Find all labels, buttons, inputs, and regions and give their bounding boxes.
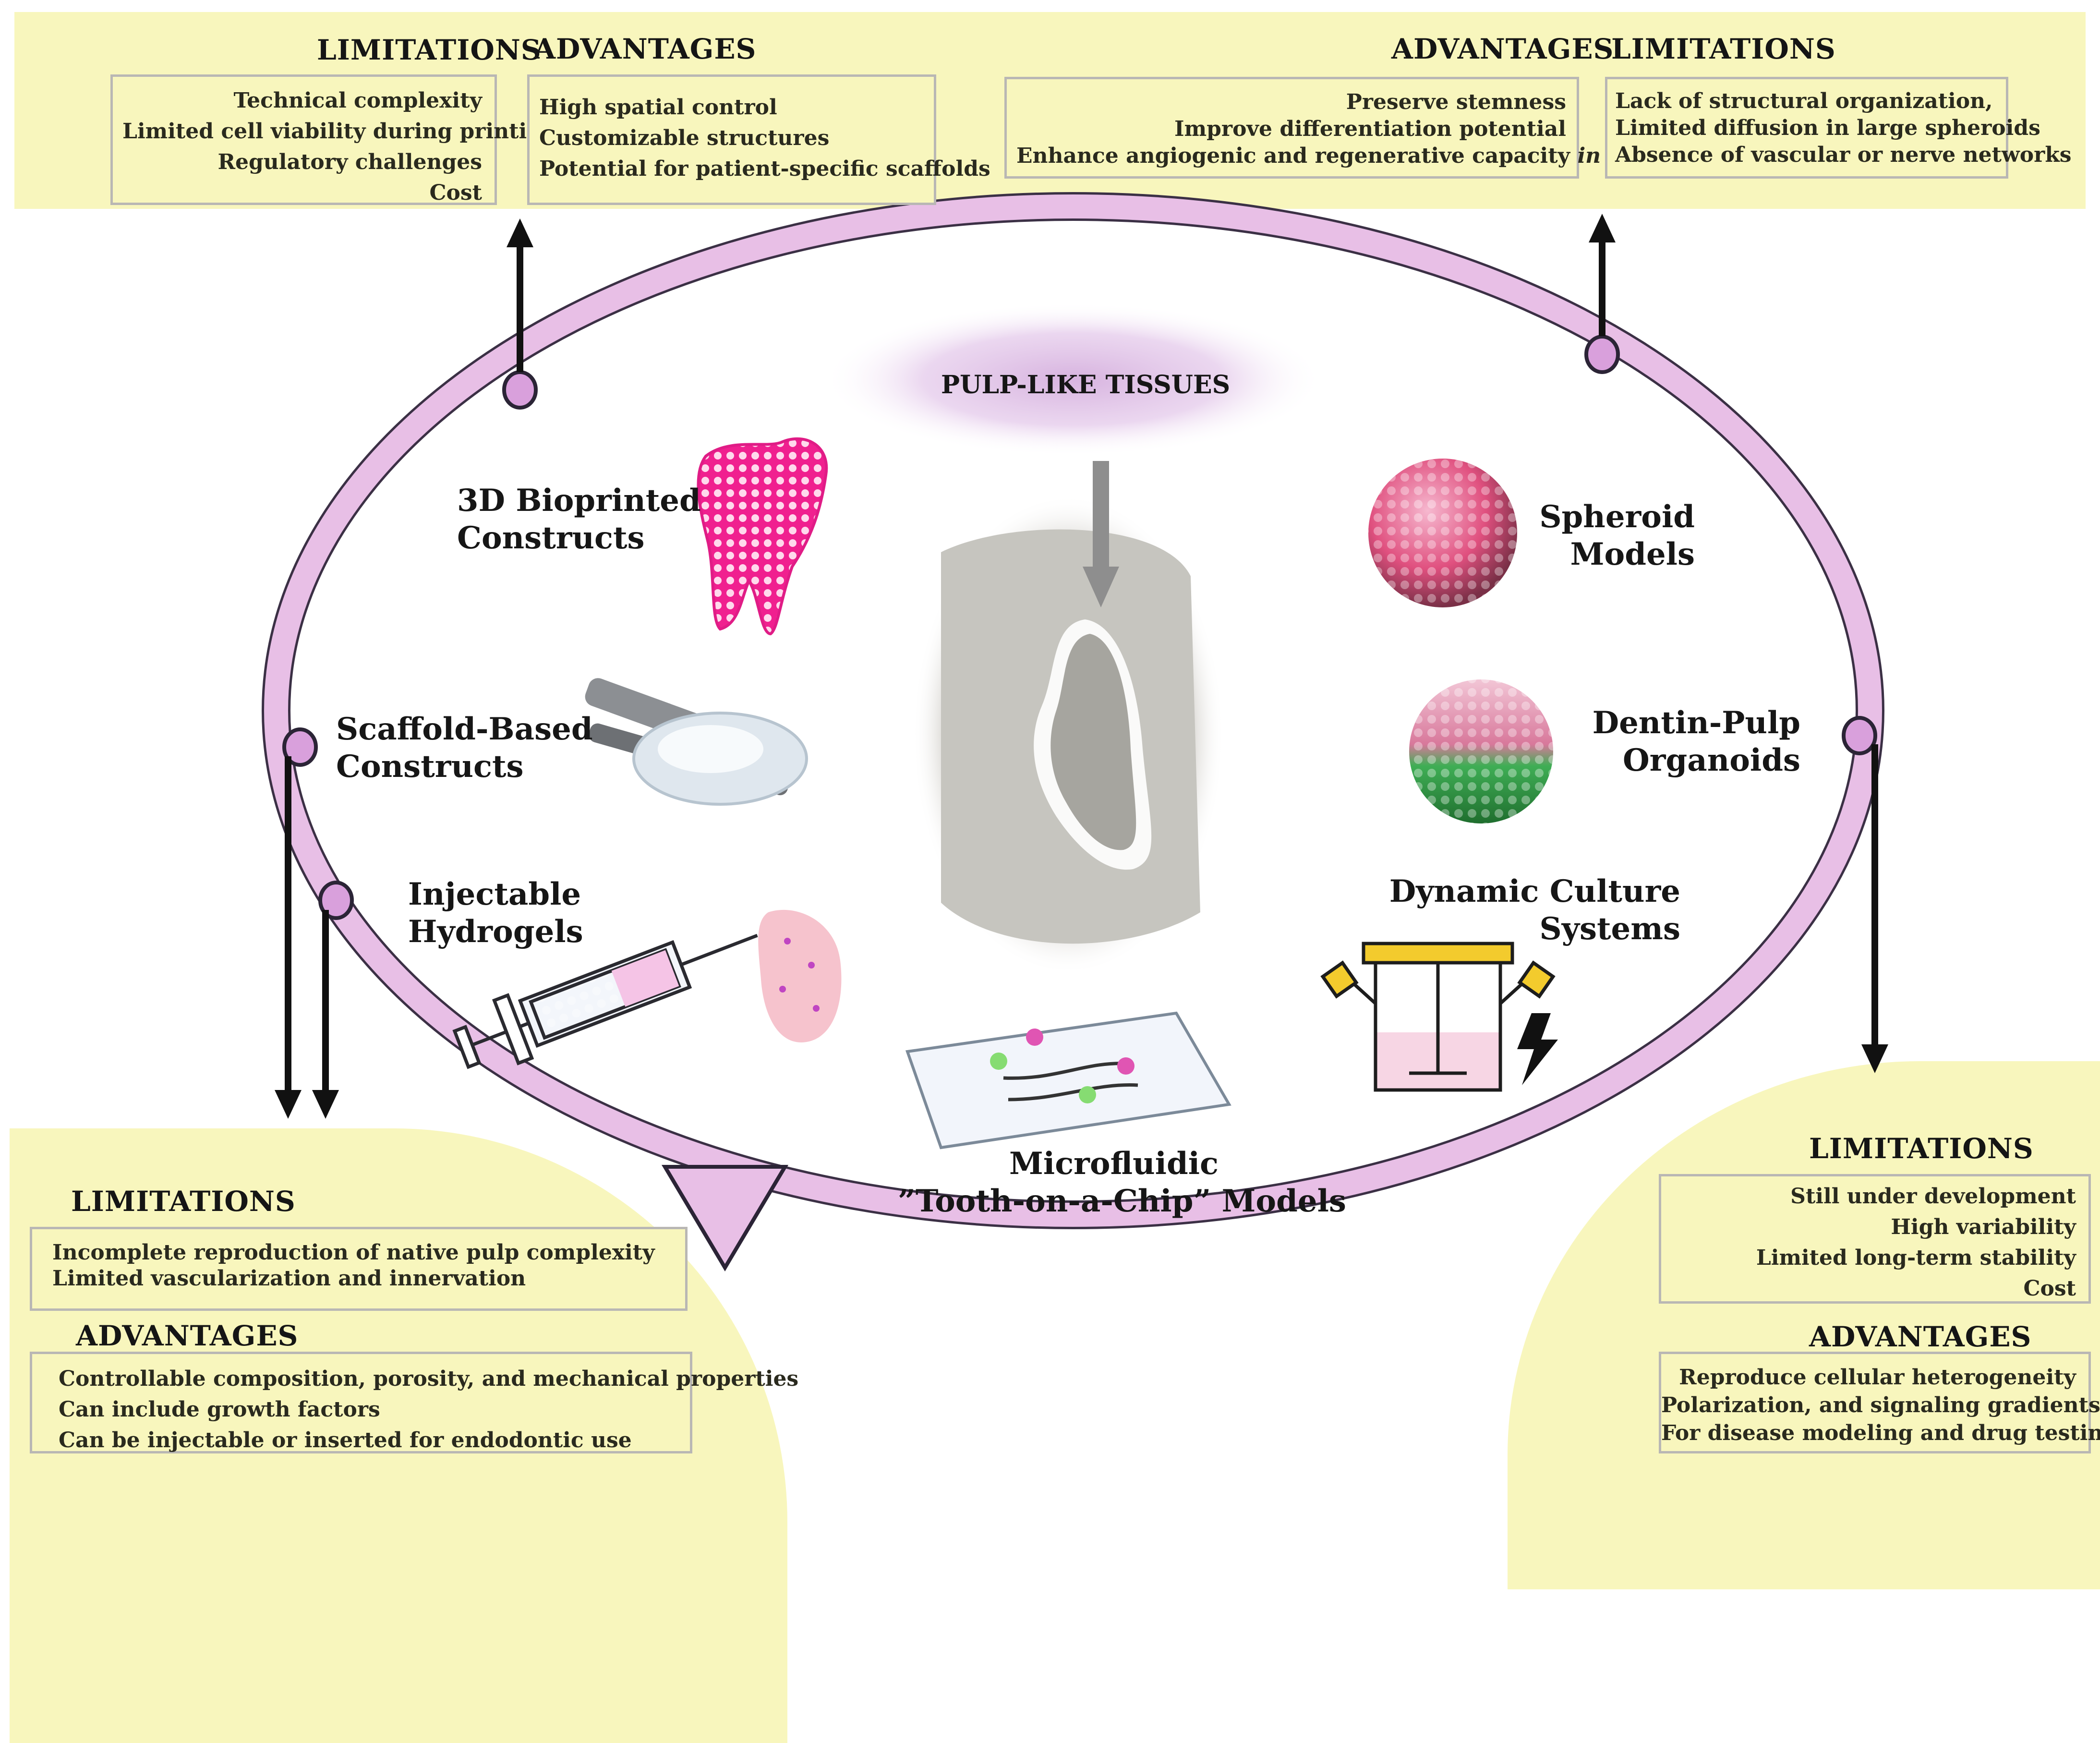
list-item: Incomplete reproduction of native pulp c… (52, 1240, 655, 1265)
list-item: Regulatory challenges (217, 150, 482, 174)
hydrogel-blob-icon (758, 909, 842, 1042)
syringe-icon (452, 933, 758, 1069)
list-item: Limited diffusion in large spheroids (1615, 116, 2040, 140)
node-right (1842, 716, 1877, 755)
list-item: Absence of vascular or nerve networks (1615, 143, 2072, 167)
spheroid-icon (1368, 459, 1517, 607)
top-left-advantages-box: High spatial control Customizable struct… (527, 74, 990, 205)
list-item: Polarization, and signaling gradients (1661, 1393, 2100, 1417)
bottom-right-advantages-box: Reproduce cellular heterogeneity Polariz… (1659, 1352, 2100, 1453)
list-item: Technical complexity (233, 88, 482, 113)
list-item: Customizable structures (539, 126, 830, 150)
organoid-icon (1409, 679, 1553, 823)
top-right-advantages-box: Preserve stemness Improve differentiatio… (1004, 77, 1655, 179)
bottom-left-limitations-title: LIMITATIONS (71, 1185, 296, 1218)
pulp-pointer-arrow (1083, 461, 1119, 607)
cycle-ring-fill (264, 194, 1882, 1227)
list-item: Cost (429, 181, 482, 205)
list-item: Enhance angiogenic and regenerative capa… (1016, 143, 1655, 169)
top-right-limitations-box: Lack of structural organization, Limited… (1605, 77, 2072, 179)
center-glow (823, 303, 1323, 456)
bottom-left-advantages-box: Controllable composition, porosity, and … (30, 1352, 799, 1453)
top-left-limitations-title: LIMITATIONS (317, 34, 542, 66)
list-item: Limited vascularization and innervation (52, 1266, 526, 1291)
list-item: For disease modeling and drug testing (1661, 1421, 2100, 1445)
bioreactor-icon (1320, 942, 1556, 1092)
scaffold-tweezers-icon (585, 678, 808, 806)
bioprinted-tooth-icon (697, 437, 828, 636)
diagram-graphics (262, 192, 1888, 1271)
top-right-limitations-title: LIMITATIONS (1611, 33, 1836, 65)
bottom-left-limitations-box: Incomplete reproduction of native pulp c… (30, 1227, 688, 1311)
list-item: Still under development (1790, 1184, 2076, 1209)
list-item: Cost (2023, 1276, 2076, 1301)
top-left-limitations-box: Technical complexity Limited cell viabil… (110, 74, 557, 205)
list-item: Can include growth factors (59, 1397, 380, 1422)
arrow-down-left-1 (275, 756, 302, 1119)
node-top-left (502, 370, 538, 410)
list-item: Lack of structural organization, (1615, 89, 1993, 113)
arrow-up-left (507, 218, 533, 372)
label-microfluidic: Microfluidic”Tooth-on-a-Chip” Models (898, 1146, 1346, 1219)
top-left-advantages-title: ADVANTAGES (534, 33, 757, 65)
list-item: High variability (1891, 1215, 2076, 1239)
list-item: Improve differentiation potential (1174, 117, 1566, 141)
list-item: Can be injectable or inserted for endodo… (59, 1428, 632, 1452)
node-left-1 (282, 727, 318, 767)
arrow-down-right (1861, 744, 1888, 1073)
top-right-advantages-title: ADVANTAGES (1391, 33, 1614, 65)
list-item: Reproduce cellular heterogeneity (1679, 1365, 2076, 1390)
arrow-up-right (1589, 214, 1616, 336)
bottom-right-limitations-title: LIMITATIONS (1809, 1132, 2034, 1165)
bottom-right-limitations-box: Still under development High variability… (1659, 1174, 2091, 1304)
list-item: Controllable composition, porosity, and … (59, 1367, 799, 1391)
bottom-left-advantages-title: ADVANTAGES (76, 1319, 299, 1352)
center-label: PULP-LIKE TISSUES (941, 370, 1231, 399)
list-item: Preserve stemness (1346, 90, 1566, 114)
arrow-down-left-2 (312, 910, 339, 1119)
node-top-right (1584, 335, 1620, 374)
microfluidic-chip-icon (905, 1011, 1231, 1150)
lightning-icon (1517, 1013, 1558, 1085)
bottom-right-advantages-title: ADVANTAGES (1809, 1320, 2032, 1353)
list-item: High spatial control (539, 95, 777, 120)
list-item: Potential for patient-specific scaffolds (539, 157, 990, 181)
pulp-tissue-photo (912, 495, 1224, 975)
list-item: Limited cell viability during printing (122, 119, 557, 144)
list-item: Limited long-term stability (1756, 1246, 2076, 1270)
node-left-2 (318, 881, 354, 920)
direction-triangle (661, 1165, 789, 1271)
